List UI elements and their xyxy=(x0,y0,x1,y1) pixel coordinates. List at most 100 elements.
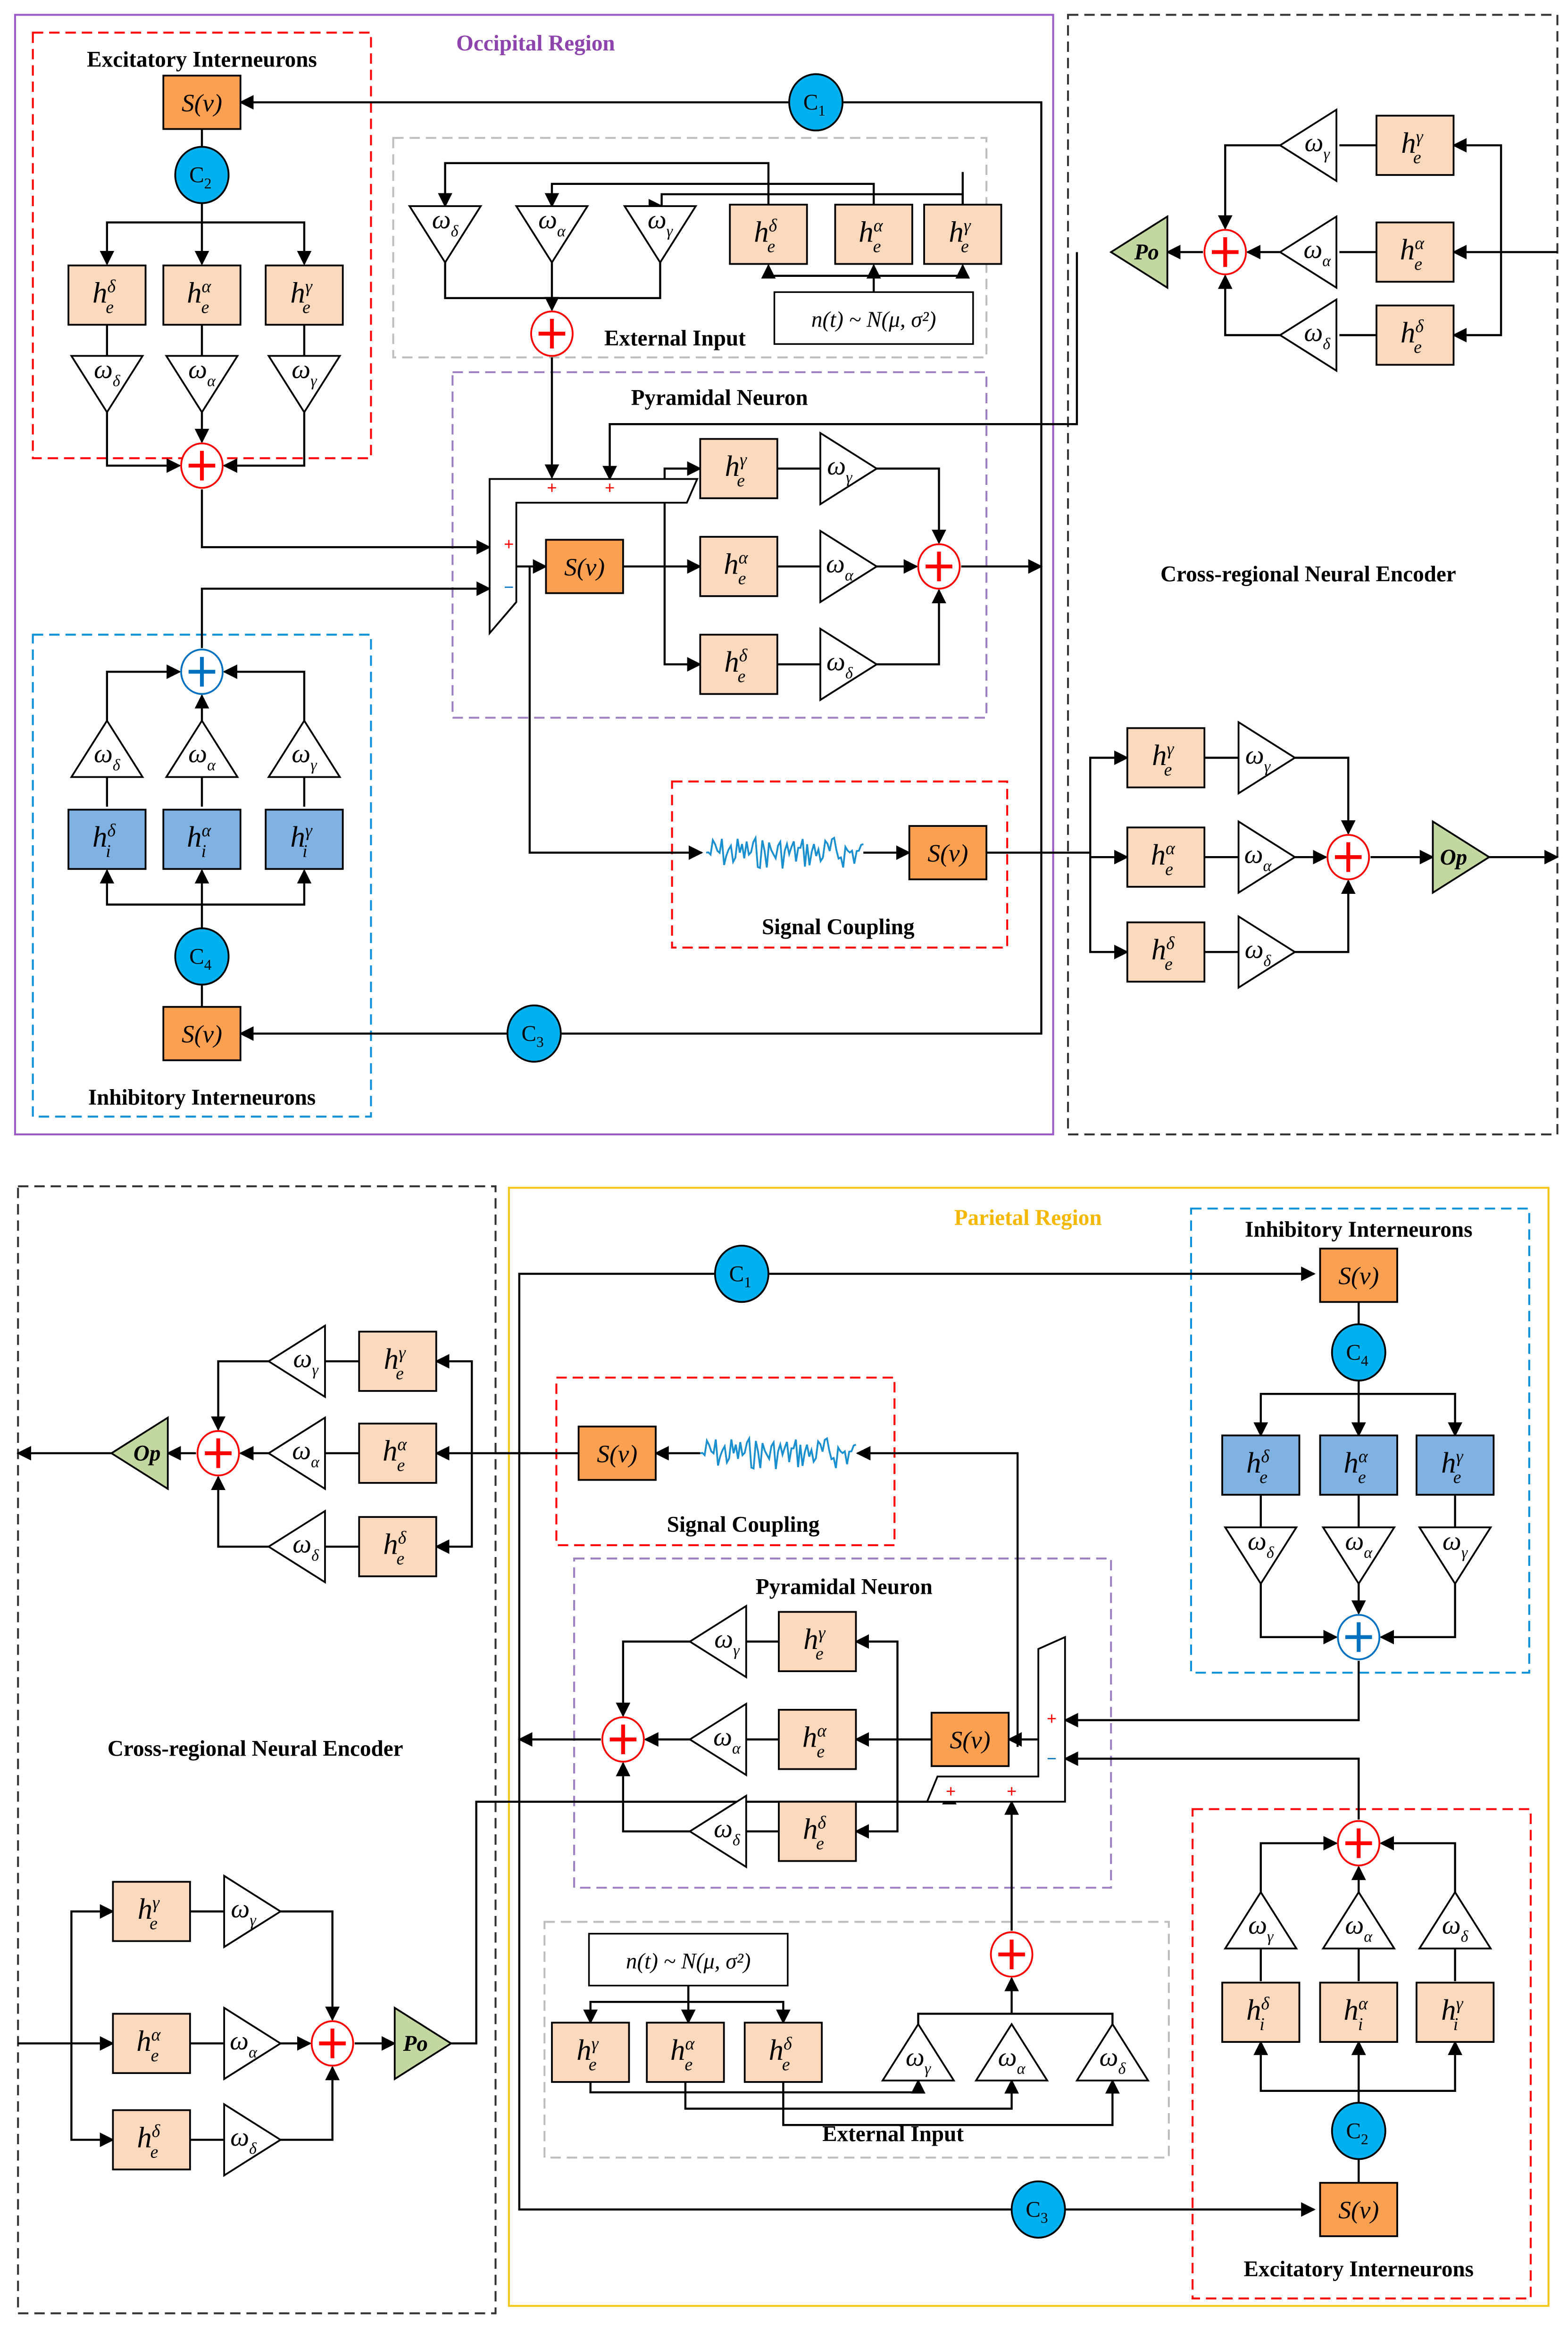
occipital-excitatory-sigmoid xyxy=(162,75,242,130)
noise-distribution-box xyxy=(773,291,974,345)
parietal-c4 xyxy=(1331,1323,1386,1382)
bottom-encoder-po-gain xyxy=(393,2006,453,2081)
parietal-region-title: Parietal Region xyxy=(954,1206,1102,1230)
parietal-excitatory-kernel xyxy=(1415,1982,1495,2043)
wire xyxy=(70,2043,115,2147)
parietal-excitatory-weight xyxy=(1321,1890,1396,1949)
sigmoid-label: S(v) xyxy=(182,1020,222,1048)
wire xyxy=(434,1354,473,1453)
wire xyxy=(1359,2040,1462,2092)
wire xyxy=(1452,252,1502,342)
top-encoder-upper-weight xyxy=(1278,298,1337,373)
occipital-excitatory-weight xyxy=(165,355,239,414)
occipital-inhibitory-title: Inhibitory Interneurons xyxy=(88,1085,316,1110)
weight-symbol: ωα xyxy=(230,2026,258,2061)
occipital-external-kernel xyxy=(729,203,808,265)
parietal-external-frame xyxy=(543,1921,1170,2159)
sign-label: + xyxy=(605,478,615,498)
top-encoder-upper-kernel xyxy=(1376,304,1455,366)
weight-symbol: ωγ xyxy=(292,739,317,774)
weight-symbol: ωγ xyxy=(1305,128,1331,163)
parietal-inhibitory-frame xyxy=(1190,1207,1530,1674)
gain-label: Po xyxy=(1134,240,1159,265)
weight-symbol: ωγ xyxy=(906,2042,932,2077)
wire xyxy=(854,1634,899,1740)
weight-symbol: ωγ xyxy=(714,1624,740,1659)
sigmoid-label: S(v) xyxy=(1338,1262,1379,1290)
bottom-encoder-upper-kernel xyxy=(358,1423,437,1484)
parietal-external-kernel xyxy=(646,2022,725,2083)
bottom-encoder-lower-weight xyxy=(223,2006,283,2081)
parietal-inhibitory-kernel xyxy=(1221,1434,1301,1496)
connectivity-label: C2 xyxy=(1346,2119,1368,2148)
top-encoder-lower-kernel xyxy=(1126,921,1206,983)
parietal-inhibitory-kernel xyxy=(1415,1434,1495,1496)
parietal-excitatory-weight xyxy=(1418,1890,1493,1949)
weight-symbol: ωδ xyxy=(1442,1911,1469,1946)
occipital-pyramidal-weight xyxy=(819,627,879,702)
connectivity-label: C4 xyxy=(189,945,211,974)
weight-symbol: ωγ xyxy=(1248,1911,1274,1946)
parietal-inhibitory-title: Inhibitory Interneurons xyxy=(1245,1217,1472,1242)
parietal-external-kernel xyxy=(551,2022,630,2083)
wire xyxy=(1218,144,1280,230)
sigmoid-label: S(v) xyxy=(564,553,605,581)
wire xyxy=(202,221,312,266)
weight-symbol: ωα xyxy=(188,355,216,390)
parietal-c2 xyxy=(1331,2102,1386,2160)
sign-label: − xyxy=(504,578,514,598)
sign-label: − xyxy=(1047,1749,1057,1769)
parietal-excitatory-weight xyxy=(1223,1890,1298,1949)
occipital-external-weight xyxy=(623,205,698,264)
parietal-coupling-noise-icon xyxy=(700,1435,857,1470)
weight-symbol: ωδ xyxy=(292,1530,319,1565)
parietal-external-kernel xyxy=(743,2022,823,2083)
occipital-pyramidal-title: Pyramidal Neuron xyxy=(631,385,808,410)
wire xyxy=(1379,1836,1456,1892)
occipital-pyramidal-kernel xyxy=(699,536,778,597)
occipital-pyramidal-frame xyxy=(451,371,988,719)
wire xyxy=(876,467,946,544)
bottom-encoder-lower-kernel xyxy=(112,2109,191,2171)
sigmoid-label: S(v) xyxy=(1338,2196,1379,2224)
wire xyxy=(663,566,702,672)
connectivity-label: C3 xyxy=(1026,2198,1048,2226)
occipital-inhibitory-weight xyxy=(267,719,342,778)
parietal-coupling-sigmoid xyxy=(577,1425,657,1481)
wire xyxy=(223,412,306,473)
bottom-encoder-upper-weight xyxy=(267,1509,326,1584)
parietal-external-weight xyxy=(974,2022,1049,2082)
wire xyxy=(761,264,875,292)
wire xyxy=(200,581,492,648)
bottom-encoder-upper-weight xyxy=(267,1324,326,1399)
weight-symbol: ωα xyxy=(188,739,216,774)
occipital-excitatory-title: Excitatory Interneurons xyxy=(87,47,317,72)
sigmoid-label: S(v) xyxy=(182,89,222,117)
wire xyxy=(1089,750,1129,858)
parietal-excitatory-frame xyxy=(1192,1808,1532,2300)
weight-symbol: ωδ xyxy=(230,2123,257,2157)
connectivity-label: C1 xyxy=(803,91,826,119)
parietal-inhibitory-sigmoid xyxy=(1319,1248,1398,1303)
occipital-excitatory-weight xyxy=(69,355,144,414)
bottom-encoder-lower-kernel xyxy=(112,2013,191,2074)
connectivity-label: C3 xyxy=(522,1022,544,1050)
top-encoder-upper-kernel xyxy=(1376,115,1455,176)
weight-symbol: ωδ xyxy=(94,739,121,774)
parietal-pyramidal-kernel xyxy=(778,1800,857,1862)
parietal-inhibitory-weight xyxy=(1321,1526,1396,1586)
wire xyxy=(1218,274,1280,336)
occipital-region-frame xyxy=(14,14,1054,1136)
sign-label: + xyxy=(504,534,514,554)
occipital-c4 xyxy=(174,927,230,986)
